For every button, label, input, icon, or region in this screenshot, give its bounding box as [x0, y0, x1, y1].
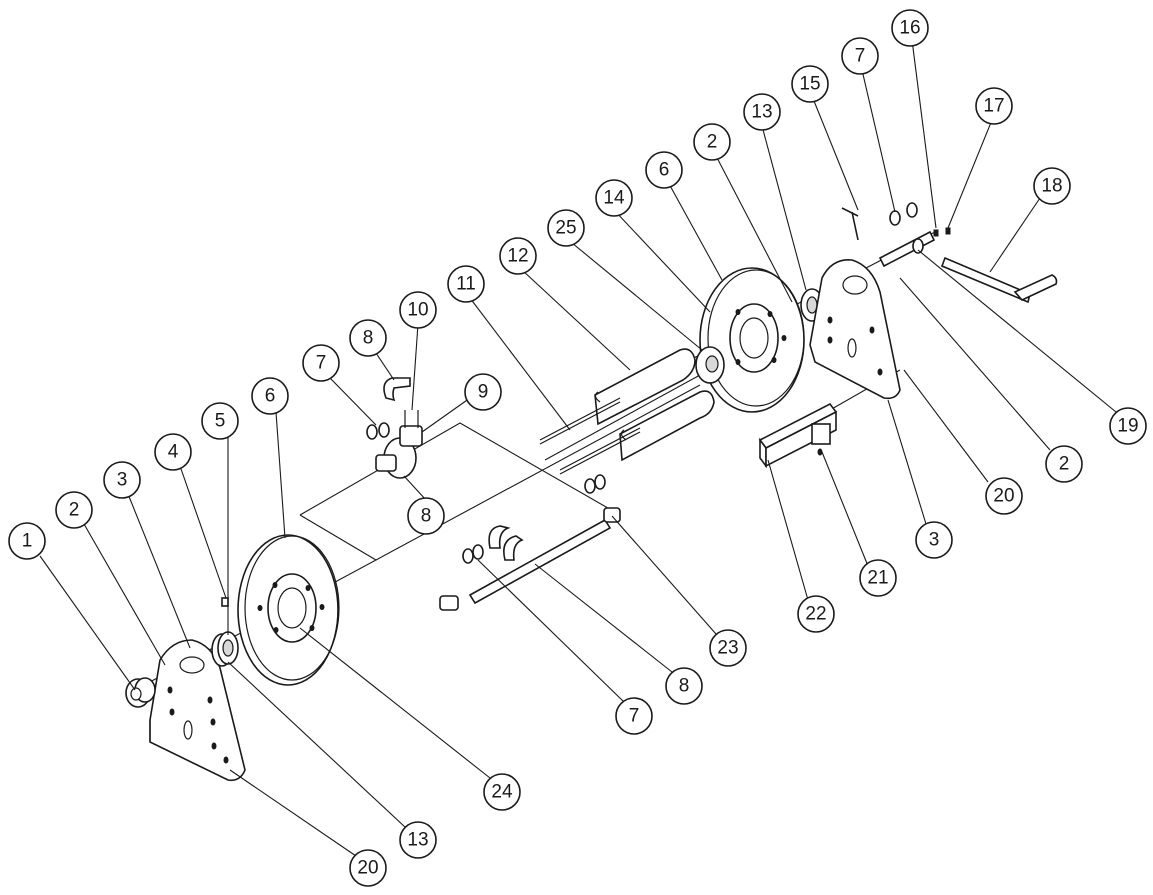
callout-7: 7 [302, 344, 340, 382]
drum-flange-25 [695, 346, 725, 384]
svg-text:6: 6 [659, 160, 670, 181]
leader-lines [39, 39, 1117, 857]
callout-2: 2 [1045, 445, 1083, 483]
svg-text:17: 17 [983, 96, 1004, 117]
svg-text:2: 2 [707, 132, 718, 153]
hub-cap [125, 677, 156, 708]
svg-text:1: 1 [22, 531, 33, 552]
svg-text:7: 7 [855, 46, 866, 67]
svg-text:13: 13 [751, 102, 772, 123]
svg-text:20: 20 [993, 486, 1014, 507]
inlet-pipe [439, 474, 621, 611]
svg-text:6: 6 [265, 386, 276, 407]
left-reel-disc [237, 534, 340, 686]
svg-text:4: 4 [168, 442, 179, 463]
svg-text:24: 24 [491, 782, 513, 803]
right-end-frame [809, 259, 901, 400]
svg-text:16: 16 [899, 18, 920, 39]
callout-5: 5 [201, 402, 239, 440]
svg-text:7: 7 [629, 706, 640, 727]
callout-20: 20 [985, 477, 1023, 515]
svg-text:22: 22 [805, 604, 826, 625]
svg-text:3: 3 [929, 530, 940, 551]
callout-17: 17 [975, 87, 1013, 125]
callout-21: 21 [859, 559, 897, 597]
bearing-flange [211, 597, 239, 667]
callout-16: 16 [891, 9, 929, 47]
svg-text:18: 18 [1041, 176, 1062, 197]
callout-14: 14 [595, 179, 633, 217]
callout-3: 3 [103, 461, 141, 499]
callout-13: 13 [399, 821, 437, 859]
tee-handle-15 [841, 207, 859, 241]
callout-23: 23 [709, 629, 747, 667]
svg-text:15: 15 [799, 74, 820, 95]
callout-10: 10 [399, 291, 437, 329]
svg-text:12: 12 [507, 246, 528, 267]
callout-1: 1 [8, 522, 46, 560]
svg-text:8: 8 [421, 506, 432, 527]
callout-19: 19 [1109, 407, 1147, 445]
callout-18: 18 [1033, 167, 1071, 205]
svg-text:13: 13 [407, 830, 428, 851]
callout-8: 8 [349, 319, 387, 357]
svg-text:8: 8 [363, 328, 374, 349]
support-bar [758, 402, 838, 469]
callout-2: 2 [55, 491, 93, 529]
svg-text:10: 10 [407, 300, 428, 321]
svg-text:2: 2 [69, 500, 80, 521]
callout-2: 2 [693, 123, 731, 161]
callout-bubbles: 1 2 3 4 5 6 7 8 10 9 8 11 12 25 14 6 2 1… [8, 9, 1147, 887]
svg-text:25: 25 [555, 218, 576, 239]
callout-13: 13 [743, 93, 781, 131]
callout-9: 9 [464, 373, 502, 411]
drum-core [539, 348, 715, 475]
callout-12: 12 [499, 237, 537, 275]
callout-7: 7 [615, 697, 653, 735]
svg-text:2: 2 [1059, 454, 1070, 475]
crank-handle [940, 256, 1058, 304]
svg-text:23: 23 [717, 638, 738, 659]
callout-3: 3 [915, 521, 953, 559]
svg-text:3: 3 [117, 470, 128, 491]
callout-4: 4 [154, 433, 192, 471]
svg-text:14: 14 [603, 188, 625, 209]
svg-text:19: 19 [1117, 416, 1138, 437]
svg-text:11: 11 [456, 274, 476, 295]
callout-8: 8 [665, 667, 703, 705]
callout-22: 22 [797, 595, 835, 633]
svg-text:20: 20 [357, 858, 378, 879]
callout-15: 15 [791, 65, 829, 103]
left-end-frame [149, 639, 246, 782]
svg-text:8: 8 [679, 676, 690, 697]
callout-24: 24 [483, 773, 521, 811]
callout-11: 11 [447, 265, 485, 303]
svg-text:5: 5 [215, 411, 226, 432]
right-reel-disc [699, 267, 805, 413]
callout-25: 25 [547, 209, 585, 247]
swivel-joint [366, 377, 423, 479]
callout-6: 6 [645, 151, 683, 189]
callout-20: 20 [349, 849, 387, 887]
callout-8: 8 [407, 497, 445, 535]
crank-shaft [878, 202, 951, 268]
callout-7: 7 [841, 37, 879, 75]
callout-6: 6 [251, 377, 289, 415]
svg-text:7: 7 [316, 353, 327, 374]
svg-text:21: 21 [867, 568, 888, 589]
svg-text:9: 9 [478, 382, 489, 403]
